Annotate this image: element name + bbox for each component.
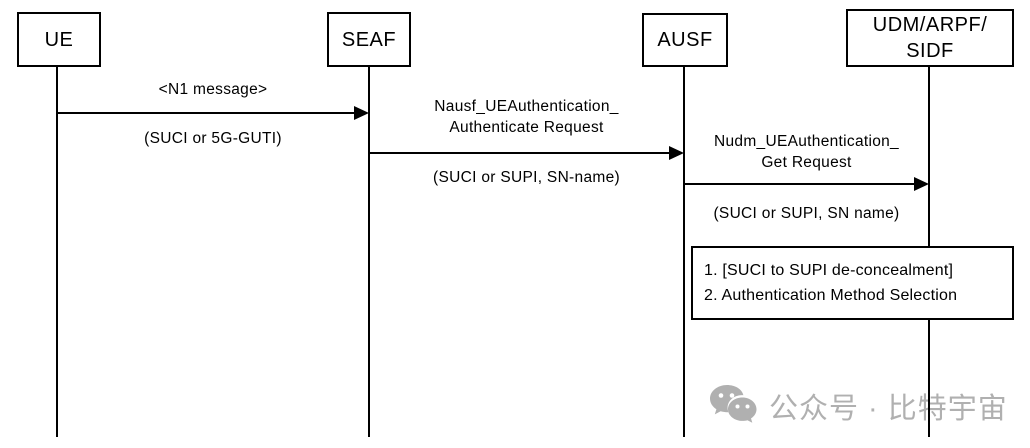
- message3-arrow-line: [684, 183, 914, 185]
- wechat-icon: [710, 385, 757, 423]
- message2-title-line2: Authenticate Request: [449, 119, 604, 136]
- actor-label-ausf: AUSF: [657, 29, 713, 51]
- note-box: 1. [SUCI to SUPI de-concealment] 2. Auth…: [691, 246, 1014, 320]
- watermark-text: 公众号 · 比特宇宙: [769, 392, 1008, 425]
- message2-arrowhead: [669, 146, 684, 160]
- message2-title-line1: Nausf_UEAuthentication_: [434, 98, 619, 115]
- message3-title-line1: Nudm_UEAuthentication_: [714, 133, 899, 150]
- actor-box-ue: UE: [17, 12, 101, 67]
- lifeline-seaf: [368, 66, 370, 437]
- message1-params: (SUCI or 5G-GUTI): [144, 130, 282, 147]
- message2-params: (SUCI or SUPI, SN-name): [433, 169, 620, 186]
- message2-arrow-line: [369, 152, 669, 154]
- message3-title-line2: Get Request: [761, 154, 852, 171]
- lifeline-ue: [56, 66, 58, 437]
- actor-label-udm-line2: SIDF: [906, 40, 954, 62]
- actor-label-ue: UE: [44, 28, 74, 51]
- watermark: 公众号 · 比特宇宙: [708, 383, 1008, 428]
- actor-box-udm: UDM/ARPF/ SIDF: [846, 9, 1014, 67]
- message3-params: (SUCI or SUPI, SN name): [713, 205, 900, 222]
- lifeline-ausf: [683, 66, 685, 437]
- actor-label-seaf: SEAF: [341, 28, 397, 51]
- actor-label-udm-line1: UDM/ARPF/: [872, 14, 988, 36]
- note-line1: 1. [SUCI to SUPI de-concealment]: [704, 262, 954, 279]
- message3-arrowhead: [914, 177, 929, 191]
- note-line2: 2. Authentication Method Selection: [704, 287, 958, 304]
- message1-title: <N1 message>: [158, 81, 268, 98]
- actor-box-ausf: AUSF: [642, 13, 728, 67]
- message1-arrowhead: [354, 106, 369, 120]
- message2-title: Nausf_UEAuthentication_ Authenticate Req…: [369, 96, 684, 138]
- message1-arrow-line: [57, 112, 355, 114]
- message3-title: Nudm_UEAuthentication_ Get Request: [684, 131, 929, 173]
- actor-box-seaf: SEAF: [327, 12, 411, 67]
